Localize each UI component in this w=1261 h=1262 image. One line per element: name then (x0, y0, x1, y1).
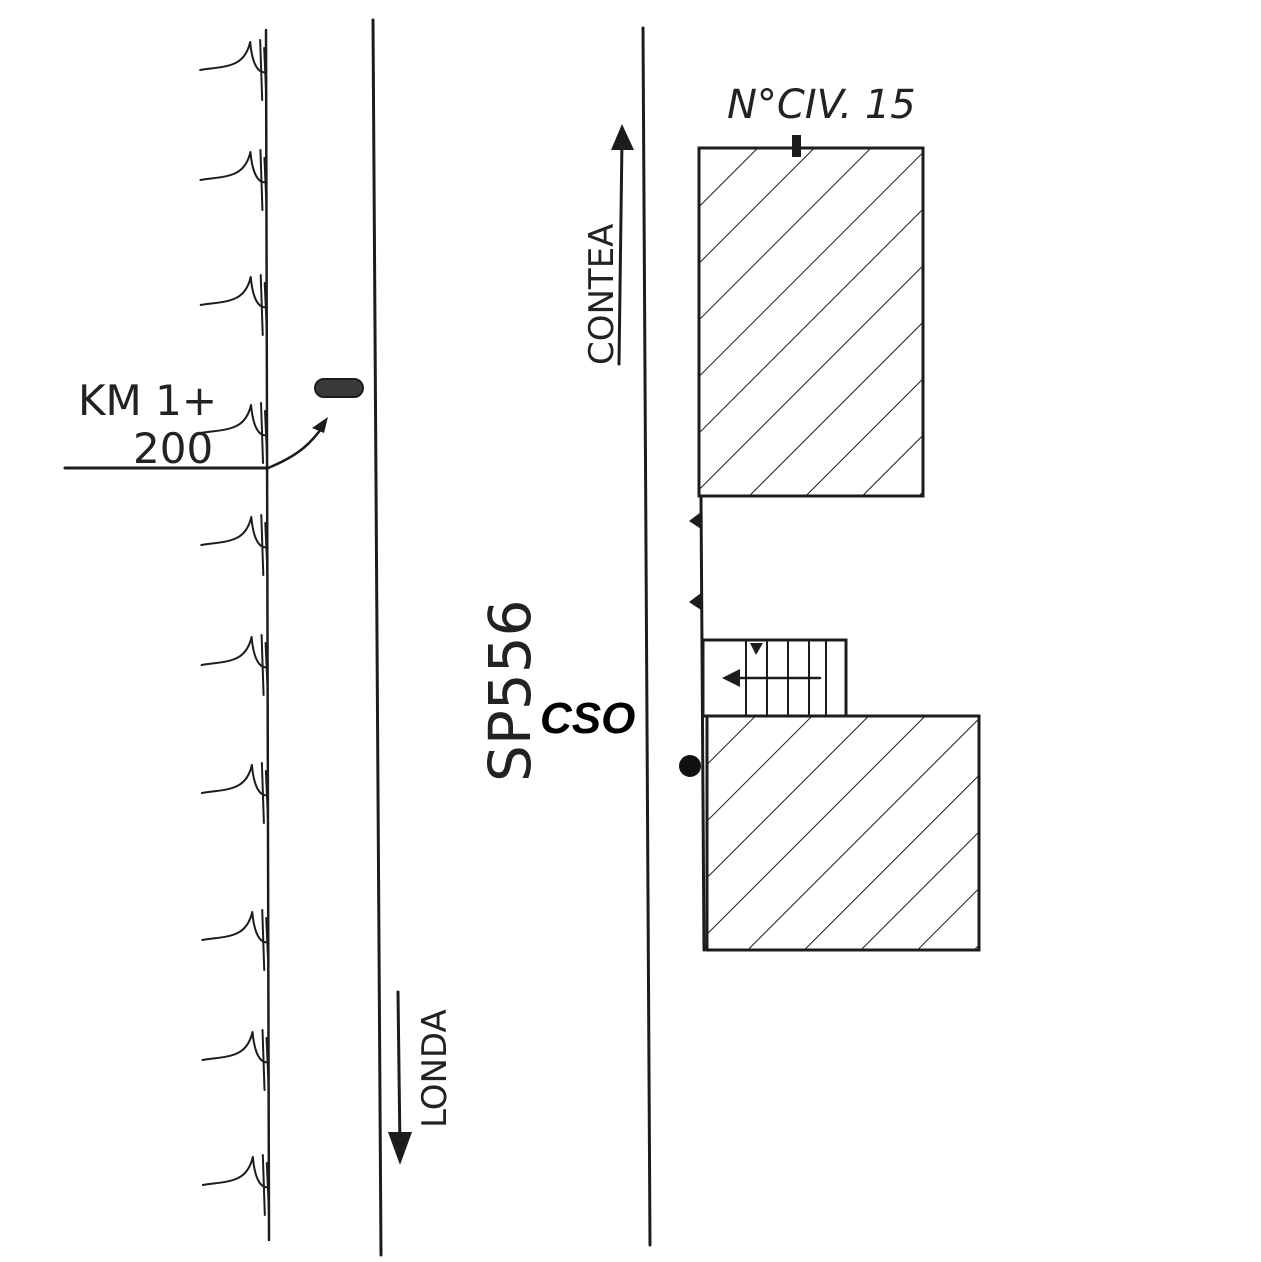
building-door-mark (792, 135, 801, 157)
km-pointer-arrowhead (312, 417, 328, 433)
wall-marker-2 (689, 593, 701, 610)
hedge-symbol-stem (261, 1029, 270, 1091)
house-number-label: N°CIV. 15 (727, 82, 916, 128)
hedge-symbol (199, 41, 268, 74)
arrow-down-head (388, 1132, 412, 1165)
building-lower (705, 714, 981, 952)
hedge-symbols (199, 39, 270, 1216)
hedge-symbol-stem (260, 762, 269, 824)
hedge-symbol (200, 636, 269, 669)
arrow-down-shaft (396, 990, 402, 1152)
hedge-symbol-stem (261, 909, 270, 971)
stairs-top-marker (750, 643, 763, 655)
km-label-line1: KM 1+ (78, 376, 217, 425)
road-name-label: SP556 (476, 600, 544, 783)
road-left-edge (371, 18, 383, 1257)
fence-line (264, 28, 271, 1242)
hedge-symbol (200, 404, 269, 437)
cso-point (679, 755, 701, 777)
hedge-symbol-stem (261, 1154, 270, 1216)
wall-marker-1 (689, 512, 701, 529)
hedge-symbol-stem (260, 634, 269, 696)
hedge-symbol-stem (260, 514, 269, 576)
hedge-symbol-stem (259, 274, 268, 336)
hedge-symbol (201, 1156, 270, 1189)
hedge-symbol (199, 276, 268, 309)
cso-label: CSO (540, 694, 635, 743)
hedge-symbol (200, 764, 269, 797)
hedge-symbol-stem (260, 402, 269, 464)
hedge-symbol-stem (259, 149, 268, 211)
hedge-symbol (201, 911, 270, 944)
arrow-up-head (611, 124, 634, 150)
direction-contea: CONTEA (582, 224, 622, 365)
direction-londa: LONDA (415, 1009, 455, 1128)
km-pointer-arrow (266, 423, 326, 470)
building-upper (697, 146, 925, 498)
km-label-line2: 200 (133, 424, 213, 473)
km-marker-stone (314, 378, 364, 398)
hedge-symbol-stem (259, 39, 268, 101)
stairs-arrowhead (722, 669, 740, 687)
boundary-wall (699, 494, 706, 952)
hedge-symbol (199, 151, 268, 184)
road-right-edge (641, 26, 652, 1247)
hedge-symbol (201, 1031, 270, 1064)
arrow-up-shaft (617, 138, 624, 366)
hedge-symbol (200, 516, 269, 549)
